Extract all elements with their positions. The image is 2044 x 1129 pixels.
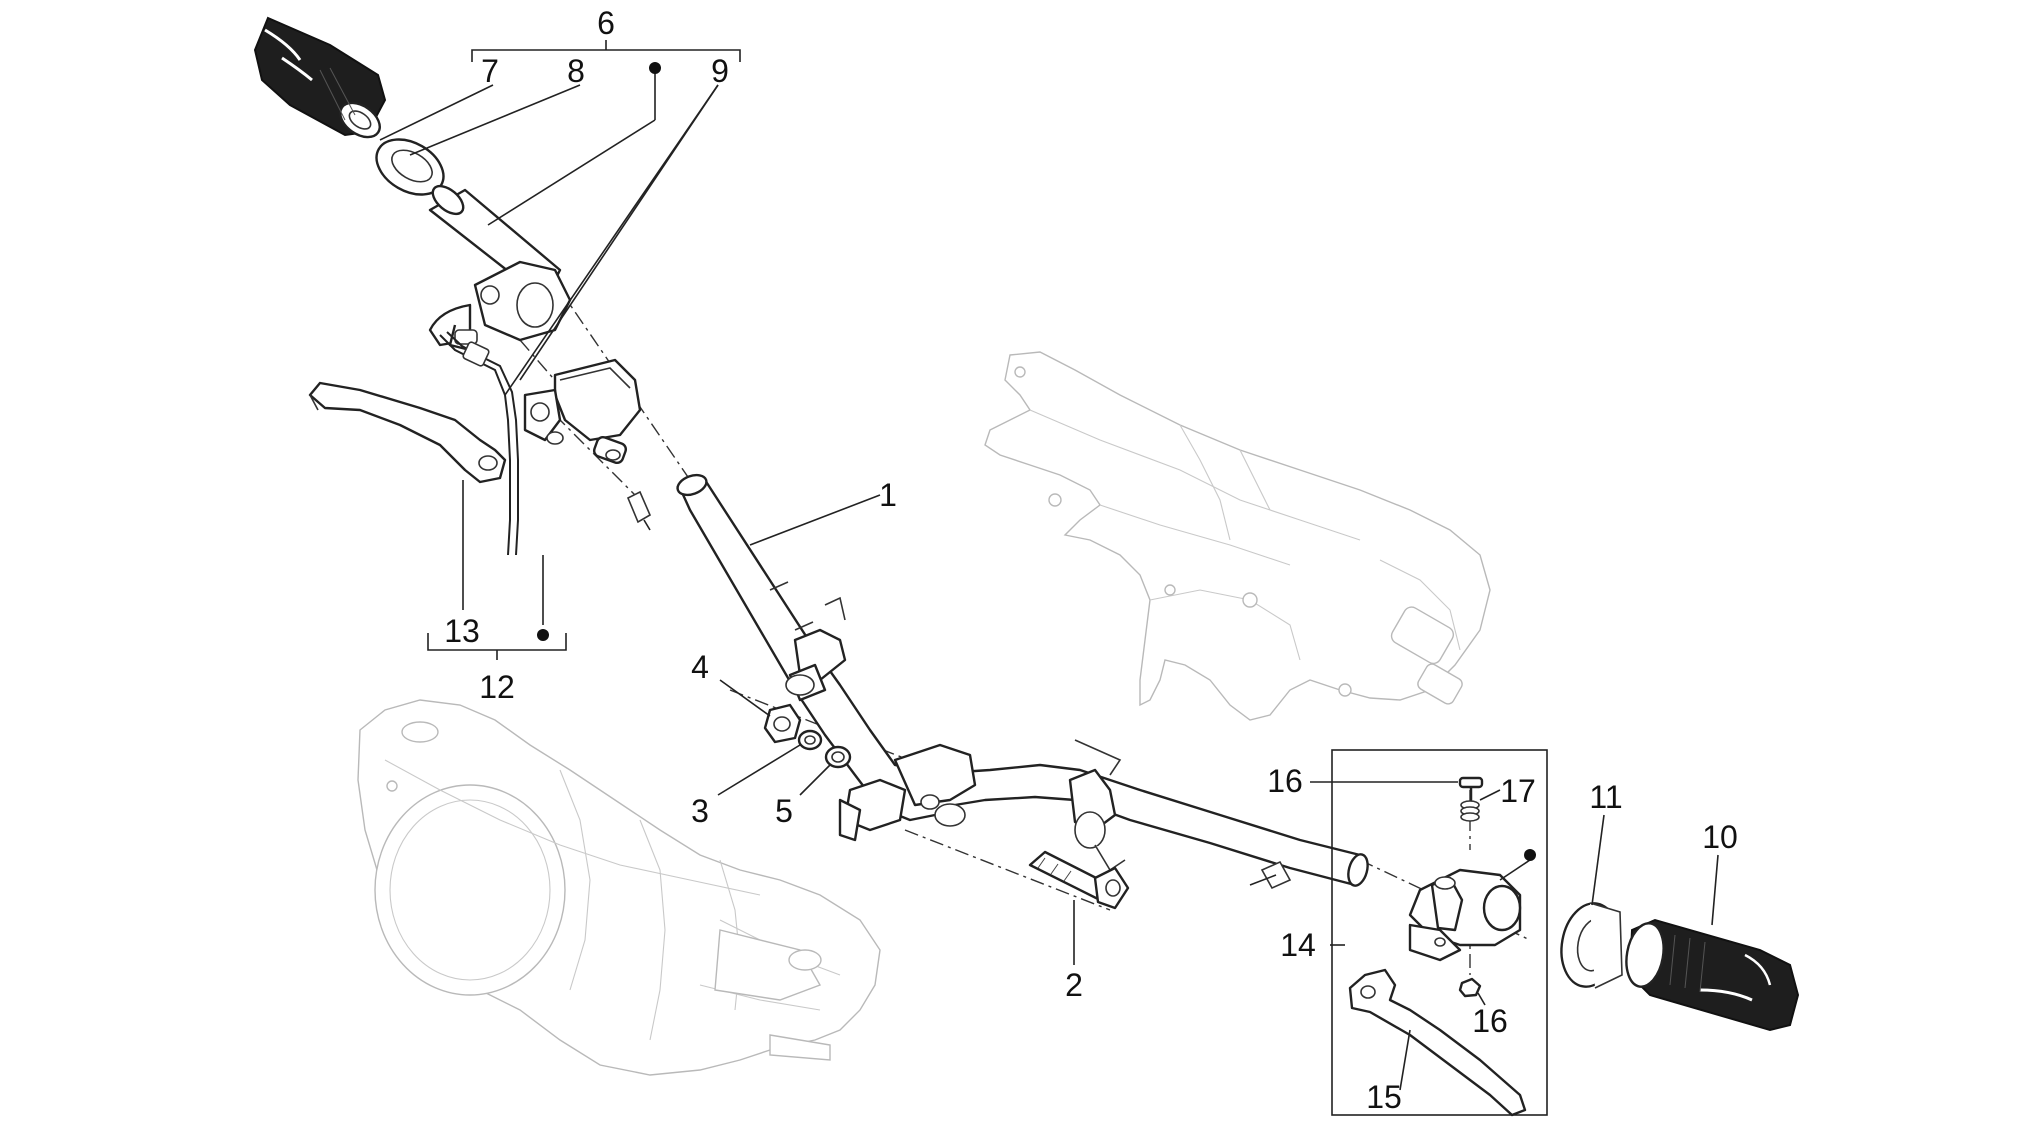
label-9: 9 bbox=[711, 53, 729, 89]
bullet-dot bbox=[1524, 849, 1536, 861]
part-number-labels: 6 7 8 9 1 13 12 4 3 5 2 16 17 14 16 15 1… bbox=[444, 5, 1738, 1115]
label-1: 1 bbox=[879, 477, 897, 513]
label-2: 2 bbox=[1065, 967, 1083, 1003]
bullet-dot bbox=[537, 629, 549, 641]
throttle-housing bbox=[428, 260, 572, 352]
right-grip-ring bbox=[1560, 902, 1623, 989]
right-brake-switch bbox=[1249, 860, 1292, 890]
label-4: 4 bbox=[691, 649, 709, 685]
group-12-bracket bbox=[427, 633, 567, 660]
left-brake-lever bbox=[308, 381, 507, 484]
label-12: 12 bbox=[479, 669, 515, 705]
washer-small bbox=[797, 729, 823, 751]
handlebar-front-cover bbox=[357, 699, 881, 1076]
right-lever-bracket bbox=[1408, 868, 1522, 962]
bullet-dot bbox=[649, 62, 661, 74]
spring bbox=[1460, 800, 1480, 822]
label-16-top: 16 bbox=[1267, 763, 1303, 799]
label-11: 11 bbox=[1589, 779, 1622, 815]
label-14: 14 bbox=[1280, 927, 1316, 963]
label-16-bottom: 16 bbox=[1472, 1003, 1508, 1039]
label-15: 15 bbox=[1366, 1079, 1402, 1115]
nut bbox=[763, 703, 802, 744]
label-13: 13 bbox=[444, 613, 480, 649]
leader-lines bbox=[379, 62, 1719, 1091]
bolt bbox=[1028, 850, 1130, 910]
left-grip bbox=[253, 16, 387, 139]
label-8: 8 bbox=[567, 53, 585, 89]
label-7: 7 bbox=[481, 53, 499, 89]
right-grip bbox=[1625, 918, 1800, 1032]
label-17: 17 bbox=[1500, 773, 1536, 809]
label-5: 5 bbox=[775, 793, 793, 829]
right-brake-lever bbox=[1348, 968, 1527, 1117]
handlebar-tube bbox=[676, 473, 1369, 887]
right-lever-assembly-box bbox=[1331, 749, 1548, 1116]
washer bbox=[824, 745, 852, 769]
label-6: 6 bbox=[597, 5, 615, 41]
brake-master-cylinder bbox=[523, 358, 642, 465]
group-6-bracket bbox=[471, 40, 741, 62]
label-10: 10 bbox=[1702, 819, 1738, 855]
brake-switch bbox=[626, 490, 652, 531]
label-3: 3 bbox=[691, 793, 709, 829]
handlebar-rear-cover bbox=[984, 351, 1491, 721]
lever-nut bbox=[1458, 977, 1482, 998]
